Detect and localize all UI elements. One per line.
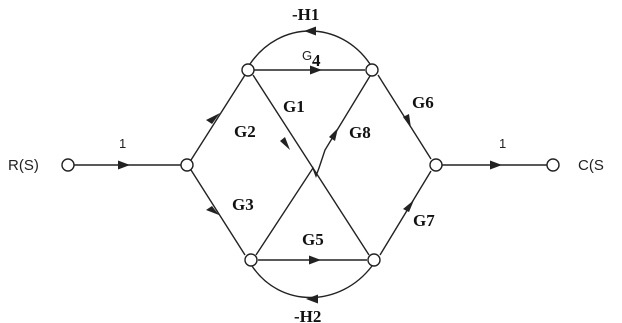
label-g1: G1 [283, 97, 305, 116]
label-g3: G3 [232, 195, 254, 214]
arrow-g2 [206, 113, 220, 124]
node-2 [241, 63, 255, 77]
output-node-label: C(S [578, 157, 604, 174]
label-input-gain: 1 [119, 136, 126, 151]
arrow-h2 [306, 294, 318, 304]
branch-g3 [190, 169, 246, 256]
label-output-gain: 1 [499, 136, 506, 151]
label-g4-sub: 4 [312, 51, 321, 70]
label-g4-main: G [302, 48, 312, 63]
node-3 [365, 63, 379, 77]
node-input [61, 158, 75, 172]
label-g5: G5 [302, 230, 324, 249]
arrow-input [118, 160, 130, 170]
arrow-g4 [310, 65, 322, 75]
node-5 [367, 253, 381, 267]
arrow-g1 [280, 137, 290, 150]
arrow-h1 [304, 26, 316, 36]
label-h1: -H1 [292, 5, 319, 24]
arrow-g7 [403, 200, 414, 212]
label-g6: G6 [412, 93, 434, 112]
branch-g8 [255, 75, 371, 256]
branch-g7 [379, 170, 432, 256]
arrow-g6 [403, 114, 411, 128]
node-output [546, 158, 560, 172]
branch-g1 [252, 74, 370, 256]
arrow-output [490, 160, 502, 170]
node-1 [180, 158, 194, 172]
arrow-g3 [206, 206, 219, 215]
input-node-label: R(S) [8, 157, 39, 174]
branch-g2 [190, 74, 246, 161]
branch-h2 [251, 265, 373, 299]
arrow-g5 [309, 255, 321, 265]
node-4 [244, 253, 258, 267]
label-h2: -H2 [294, 307, 321, 323]
arrow-g8 [329, 128, 338, 141]
label-g8: G8 [349, 123, 371, 142]
label-g2: G2 [234, 122, 256, 141]
label-g7: G7 [413, 211, 435, 230]
node-6 [429, 158, 443, 172]
